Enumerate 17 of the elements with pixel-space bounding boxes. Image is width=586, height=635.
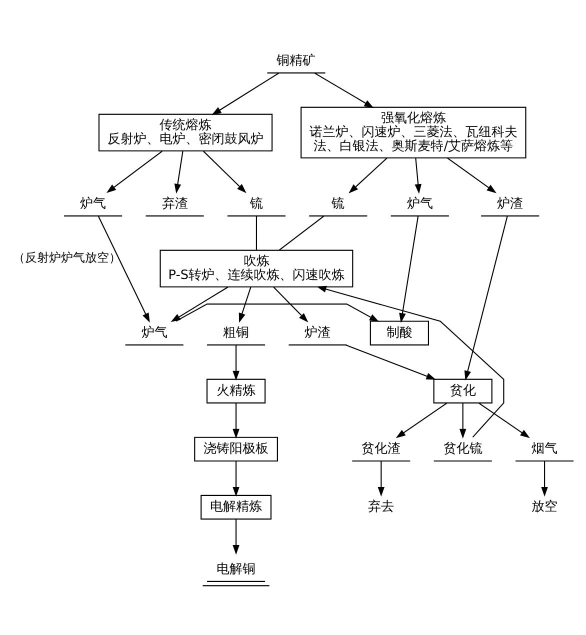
node-text: 炉气 (406, 196, 433, 212)
edge-label: （反射炉炉气放空） (13, 250, 122, 265)
node-text: 电解铜 (216, 562, 256, 577)
node-text: 粗铜 (223, 325, 250, 340)
node-text: 炉气 (80, 196, 106, 212)
node-text: 贫化渣 (362, 442, 401, 457)
node-text: 炉渣 (304, 325, 331, 340)
node-text: 贫化锍 (443, 442, 482, 457)
node-text: 铜精矿 (276, 53, 316, 68)
node-text: 烟气 (532, 442, 558, 457)
node-text: 炉气 (141, 325, 168, 340)
node-text: 锍 (250, 196, 263, 212)
node-text: 弃渣 (162, 196, 188, 212)
node-text: 放空 (532, 500, 558, 515)
node-text: 锍 (332, 196, 345, 212)
node-text: 弃去 (368, 500, 394, 515)
node-text: 炉渣 (497, 196, 524, 212)
